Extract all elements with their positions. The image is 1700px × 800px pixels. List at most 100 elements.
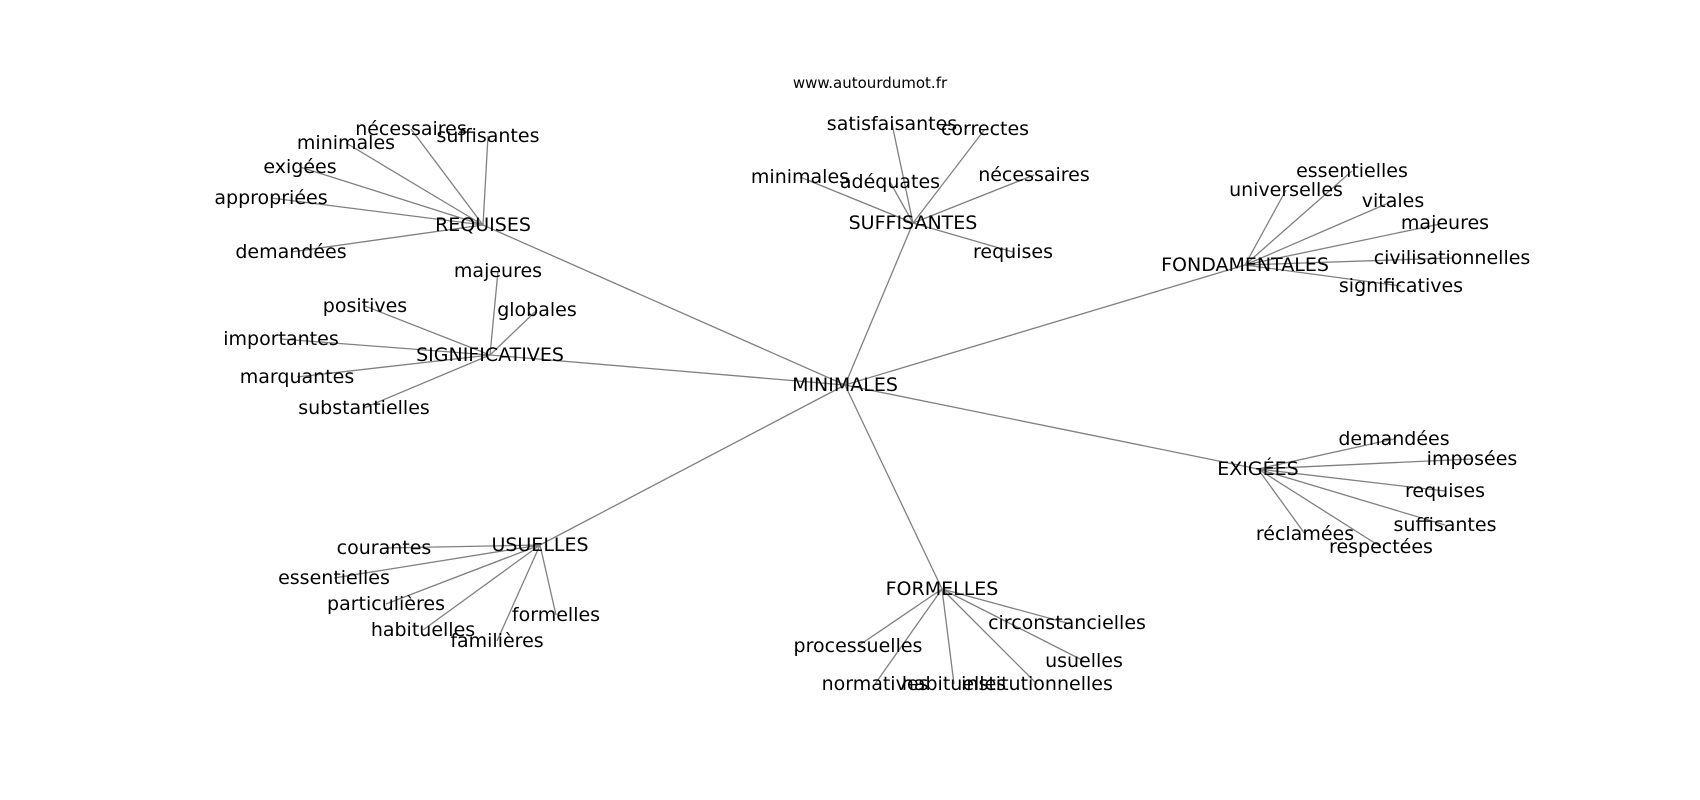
edge-hub-to-leaf <box>1244 189 1287 266</box>
leaf-node: essentielles <box>1296 160 1408 182</box>
edge-hub-to-leaf <box>941 588 1038 685</box>
edge-hub-to-leaf <box>874 588 943 685</box>
edge-hub-to-leaf <box>799 176 914 224</box>
edge-hub-to-leaf <box>1244 222 1446 266</box>
leaf-node: usuelles <box>1045 650 1123 672</box>
edge-hub-to-leaf <box>912 222 1014 253</box>
leaf-node: normatives <box>822 673 929 695</box>
hub-node: FONDAMENTALES <box>1161 254 1329 276</box>
edge-hub-to-leaf <box>891 123 914 224</box>
leaf-node: nécessaires <box>978 164 1090 186</box>
edge-center-to-hub <box>844 384 943 590</box>
edge-hub-to-leaf <box>345 142 484 226</box>
leaf-node: universelles <box>1229 179 1343 201</box>
hub-node: REQUISES <box>435 214 531 236</box>
edge-hub-to-leaf <box>857 588 943 647</box>
edge-hub-to-leaf <box>941 588 1085 662</box>
leaf-node: majeures <box>454 260 542 282</box>
edge-hub-to-leaf <box>1257 468 1446 492</box>
edge-hub-to-leaf <box>1244 264 1402 287</box>
leaf-node: circonstancielles <box>988 612 1146 634</box>
leaf-node: satisfaisantes <box>827 113 957 135</box>
edge-center-to-hub <box>844 222 914 386</box>
leaf-node: minimales <box>751 166 849 188</box>
leaf-node: formelles <box>512 604 600 626</box>
edge-hub-to-leaf <box>489 270 499 356</box>
leaf-node: réclamées <box>1256 523 1354 545</box>
leaf-node: correctes <box>941 118 1029 140</box>
leaf-node: familières <box>450 630 543 652</box>
edge-hub-to-leaf <box>1257 458 1473 470</box>
edge-hub-to-leaf <box>364 305 491 356</box>
leaf-node: majeures <box>1401 212 1489 234</box>
edge-hub-to-leaf <box>363 354 491 409</box>
edge-hub-to-leaf <box>385 544 541 605</box>
leaf-node: requises <box>1405 480 1485 502</box>
center-node: MINIMALES <box>792 374 898 396</box>
leaf-node: demandées <box>1338 428 1449 450</box>
edge-hub-to-leaf <box>1257 468 1446 526</box>
edge-center-to-hub <box>844 264 1246 386</box>
leaf-node: positives <box>323 295 407 317</box>
edge-hub-to-leaf <box>941 588 1068 624</box>
edge-hub-to-leaf <box>889 181 914 224</box>
leaf-node: habituelles <box>902 673 1006 695</box>
edge-center-to-hub <box>844 384 1259 470</box>
edge-hub-to-leaf <box>1244 200 1394 266</box>
edge-hub-to-leaf <box>1257 468 1382 548</box>
leaf-node: respectées <box>1329 536 1433 558</box>
edge-hub-to-leaf <box>1244 257 1453 266</box>
hub-node: SIGNIFICATIVES <box>416 344 564 366</box>
edge-hub-to-leaf <box>482 135 489 226</box>
hub-node: FORMELLES <box>886 578 999 600</box>
leaf-node: suffisantes <box>437 125 540 147</box>
edge-hub-to-leaf <box>1244 170 1353 266</box>
graph-labels: www.autourdumot.fr MINIMALES REQUISES néce… <box>214 74 1530 695</box>
leaf-node: significatives <box>1339 275 1463 297</box>
edge-hub-to-leaf <box>270 197 484 226</box>
leaf-node: requises <box>973 241 1053 263</box>
leaf-node: appropriées <box>214 187 327 209</box>
leaf-node: globales <box>497 299 577 321</box>
leaf-node: particulières <box>327 593 445 615</box>
graph-edges <box>270 123 1473 685</box>
leaf-node: courantes <box>337 537 432 559</box>
edge-hub-to-leaf <box>941 588 955 685</box>
leaf-node: marquantes <box>240 366 354 388</box>
leaf-node: importantes <box>223 328 338 350</box>
hub-node: USUELLES <box>491 534 588 556</box>
edge-hub-to-leaf <box>290 224 484 253</box>
leaf-node: demandées <box>235 241 346 263</box>
leaf-node: processuelles <box>794 635 923 657</box>
leaf-node: institutionnelles <box>961 673 1113 695</box>
leaf-node: adéquates <box>840 171 940 193</box>
edge-hub-to-leaf <box>296 354 491 378</box>
edge-hub-to-leaf <box>1257 438 1395 470</box>
leaf-node: nécessaires <box>355 118 467 140</box>
edge-hub-to-leaf <box>912 174 1035 224</box>
edge-center-to-hub <box>489 354 846 386</box>
edge-center-to-hub <box>539 384 846 546</box>
edge-hub-to-leaf <box>422 544 541 631</box>
edge-hub-to-leaf <box>489 309 538 356</box>
leaf-node: exigées <box>263 156 336 178</box>
edge-hub-to-leaf <box>383 544 541 549</box>
edge-hub-to-leaf <box>299 166 484 226</box>
leaf-node: essentielles <box>278 567 390 589</box>
hub-node: SUFFISANTES <box>849 212 978 234</box>
site-watermark: www.autourdumot.fr <box>793 74 948 92</box>
leaf-node: habituelles <box>371 619 475 641</box>
leaf-node: vitales <box>1362 190 1424 212</box>
edge-hub-to-leaf <box>280 338 491 356</box>
leaf-node: imposées <box>1427 448 1518 470</box>
leaf-node: minimales <box>297 132 395 154</box>
edge-hub-to-leaf <box>1257 468 1306 535</box>
edge-hub-to-leaf <box>912 128 986 224</box>
edge-center-to-hub <box>482 224 846 386</box>
edge-hub-to-leaf <box>333 544 541 579</box>
edge-hub-to-leaf <box>410 128 484 226</box>
hub-node: EXIGÉES <box>1217 457 1298 480</box>
edge-hub-to-leaf <box>496 544 541 642</box>
leaf-node: substantielles <box>298 397 430 419</box>
